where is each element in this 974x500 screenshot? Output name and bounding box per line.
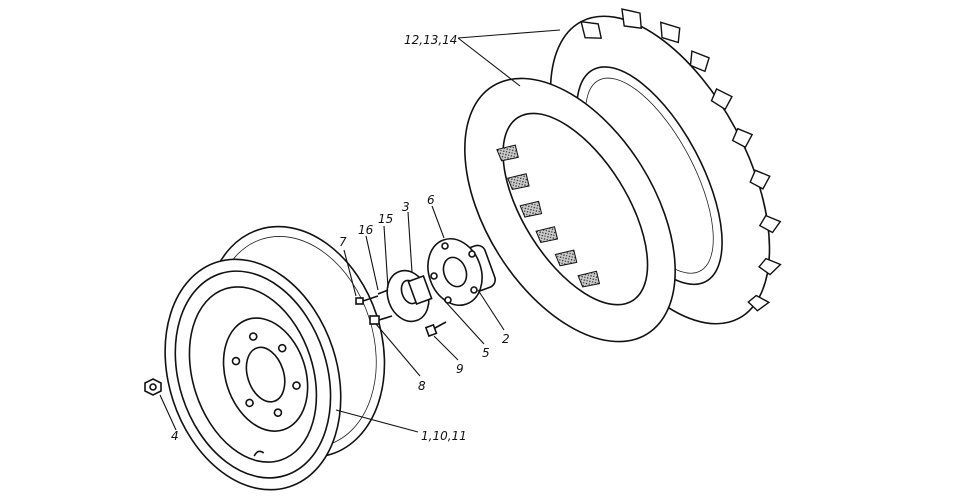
inner-tube [464, 77, 676, 343]
callout-15: 15 [378, 212, 393, 226]
hub-disc [386, 269, 433, 323]
wheel-rim [164, 225, 386, 491]
callout-3: 3 [402, 200, 410, 214]
tread-through-tube [496, 144, 601, 288]
callout-bolt-8: 8 [418, 379, 426, 393]
wheel-hub [427, 238, 496, 306]
callout-rim: 1,10,11 [421, 429, 467, 443]
leader-lines [159, 29, 561, 433]
pin-16 [377, 289, 389, 295]
small-parts [144, 289, 447, 396]
bolt-9 [424, 321, 447, 338]
callout-tire: 12,13,14 [404, 33, 457, 47]
callout-nut: 4 [171, 429, 179, 443]
callout-2: 2 [502, 332, 510, 346]
callout-16: 16 [358, 223, 374, 237]
callout-6: 6 [427, 193, 435, 207]
callout-9: 9 [456, 362, 464, 376]
callout-bolt-7: 7 [339, 235, 347, 249]
bolt-8 [369, 315, 393, 325]
callout-5: 5 [482, 346, 490, 360]
callout-labels: 12,13,14 1,10,11 4 8 7 16 15 3 6 2 5 9 [171, 33, 510, 443]
tire-tread-lugs [580, 8, 782, 312]
bolt-7 [355, 295, 379, 305]
tire [549, 8, 782, 325]
nut-4 [144, 378, 162, 396]
